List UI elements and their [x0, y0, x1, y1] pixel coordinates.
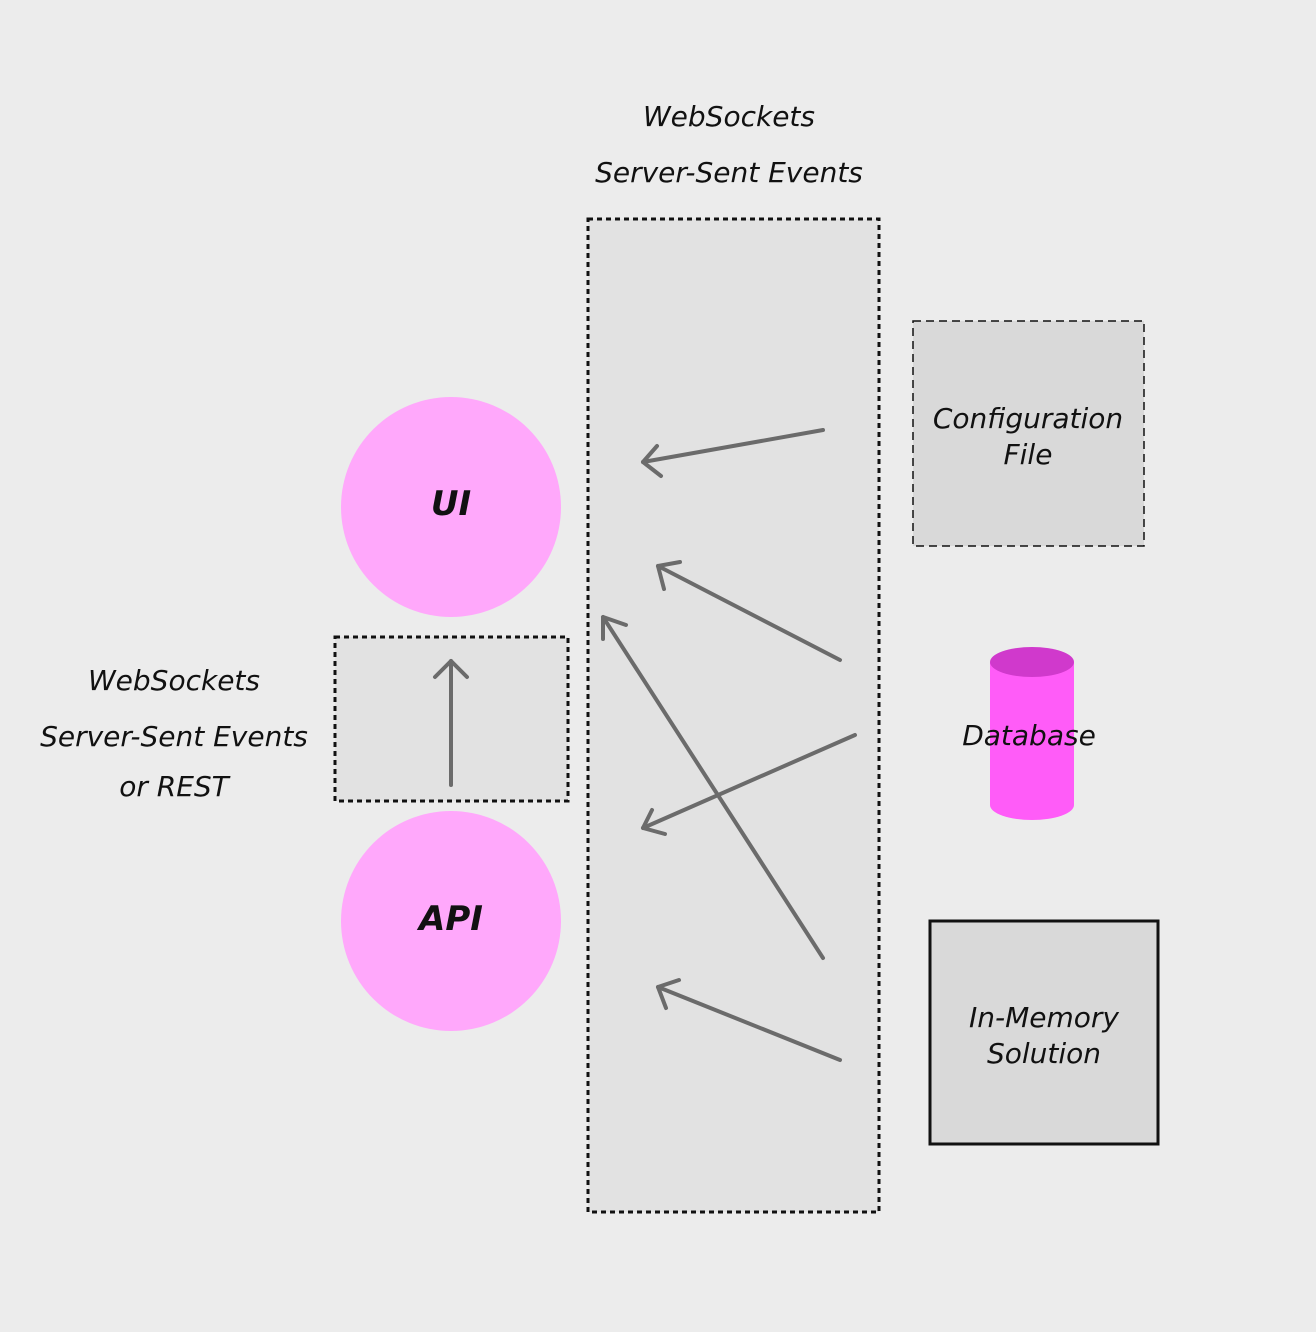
- left-protocol-rest: or REST: [119, 770, 230, 803]
- top-protocol-sse: Server-Sent Events: [595, 156, 863, 189]
- configuration-file-label-line2: File: [1004, 438, 1053, 471]
- arrow-database-to-panel-upper: [656, 560, 842, 662]
- top-protocol-websockets: WebSockets: [643, 100, 815, 133]
- left-protocol-websockets: WebSockets: [88, 664, 260, 697]
- in-memory-solution-box: [928, 919, 1160, 1146]
- api-node-label: API: [416, 899, 483, 939]
- configuration-file-label-line1: Configuration: [933, 402, 1123, 435]
- arrow-config-to-panel: [641, 428, 825, 478]
- arrow-database-to-panel-lower: [641, 733, 857, 836]
- configuration-file-box: [912, 320, 1145, 547]
- arrow-memory-to-panel: [656, 978, 842, 1062]
- ui-node: [341, 397, 561, 617]
- arrow-memory-to-panel-long: [601, 615, 825, 960]
- api-node: [341, 811, 561, 1031]
- arrow-api-to-ui: [433, 659, 469, 787]
- ui-node-label: UI: [431, 484, 471, 524]
- database-icon: [990, 647, 1074, 820]
- in-memory-label-line1: In-Memory: [969, 1001, 1119, 1034]
- database-label: Database: [962, 719, 1096, 752]
- left-protocol-sse: Server-Sent Events: [40, 720, 308, 753]
- in-memory-label-line2: Solution: [987, 1037, 1101, 1070]
- transport-panel: [586, 217, 881, 1214]
